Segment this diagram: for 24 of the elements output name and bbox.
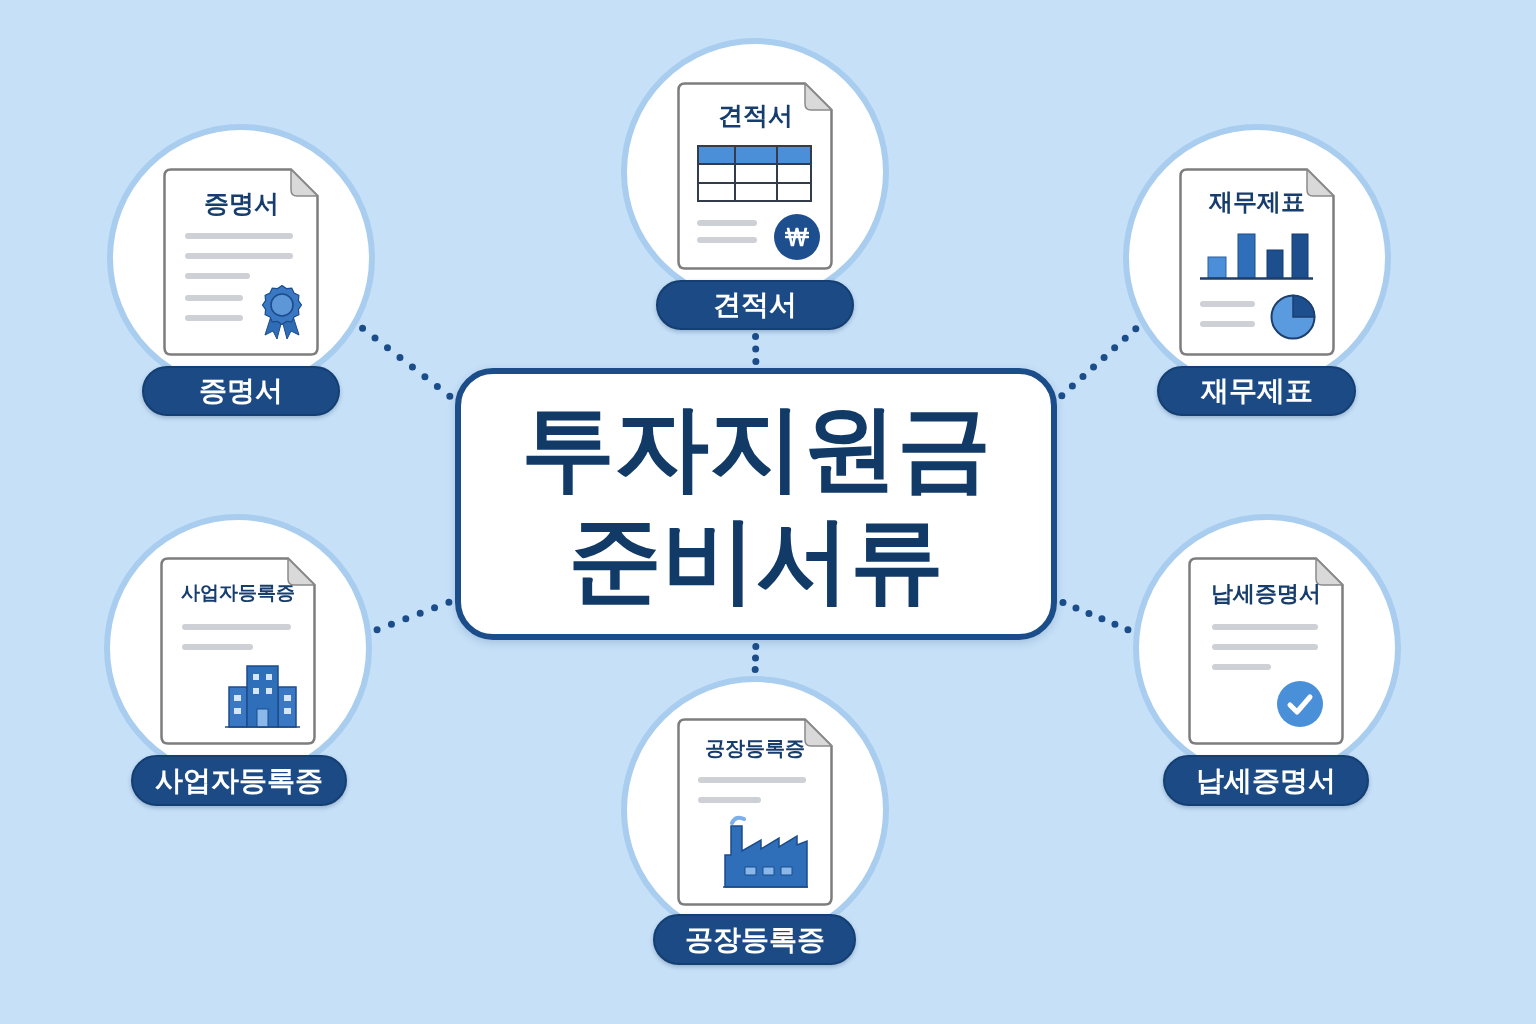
document-name-pill: 사업자등록증 — [131, 755, 347, 806]
document-name-pill: 납세증명서 — [1163, 755, 1369, 806]
document-title: 납세증명서 — [1211, 581, 1321, 608]
hub-card — [455, 368, 1057, 640]
document-page — [677, 82, 833, 270]
document-title: 재무제표 — [1209, 188, 1305, 217]
document-page — [677, 718, 833, 906]
document-title: 공장등록증 — [705, 736, 805, 760]
document-name-pill: 견적서 — [656, 280, 854, 330]
document-page — [1188, 557, 1344, 745]
document-title: 견적서 — [717, 100, 793, 130]
dotted-connector — [751, 640, 760, 676]
document-page — [160, 557, 316, 745]
dotted-connector — [1056, 323, 1142, 402]
document-title: 사업자등록증 — [181, 582, 295, 605]
document-name-pill: 재무제표 — [1157, 366, 1356, 416]
dotted-connector — [356, 323, 456, 402]
document-title: 증명서 — [203, 188, 279, 218]
document-name-pill: 증명서 — [142, 366, 340, 416]
hub-title: 투자지원금 준비서류 — [520, 394, 992, 614]
document-page — [163, 168, 319, 356]
document-page — [1179, 168, 1335, 356]
dotted-connector — [752, 330, 760, 368]
document-name-pill: 공장등록증 — [653, 914, 856, 965]
